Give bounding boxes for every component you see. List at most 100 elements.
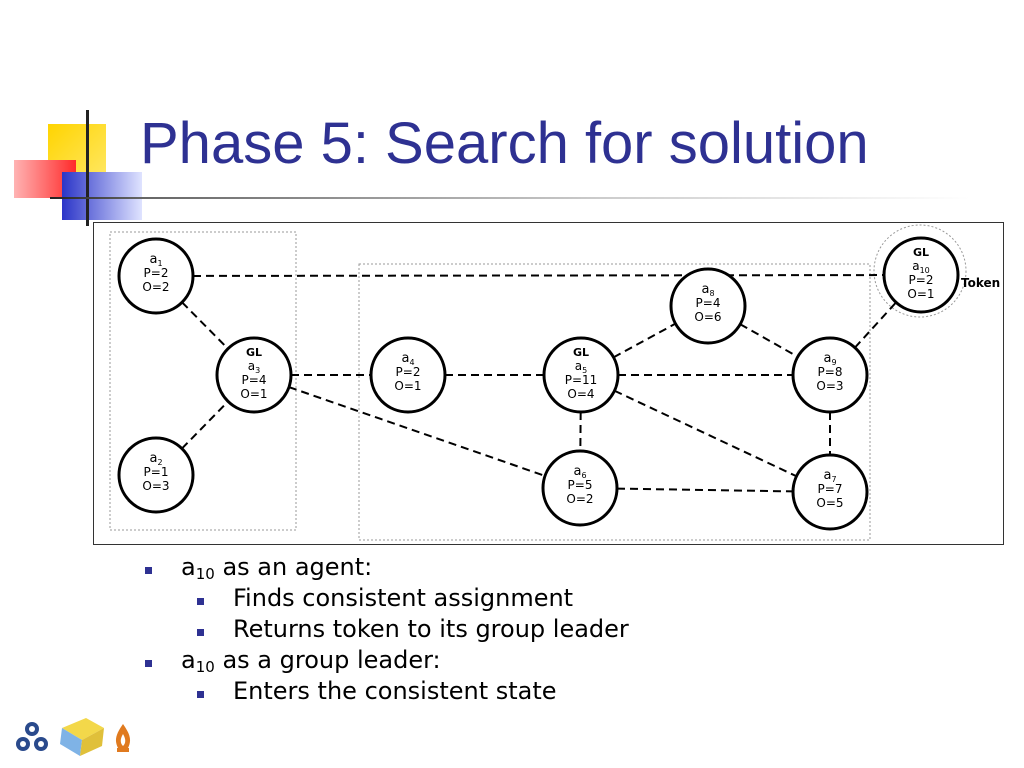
bullet-square-icon — [197, 629, 204, 636]
edge-a6-a7 — [616, 487, 794, 493]
node-a7: a7P=7O=5 — [791, 453, 869, 531]
cube-logo-icon — [60, 718, 104, 756]
node-circle — [369, 336, 447, 414]
node-p-value: P=2 — [396, 365, 421, 379]
gl-label: GL — [246, 346, 262, 359]
gl-label: GL — [913, 246, 929, 259]
bullet-item: a10 as an agent: — [181, 553, 372, 583]
node-subscript: 3 — [255, 366, 260, 375]
bullet-square-icon — [145, 567, 152, 574]
bullet-text: as a group leader: — [214, 646, 441, 674]
node-name: a9 — [823, 351, 836, 367]
node-letter: a — [701, 282, 709, 297]
node-a2: a2P=1O=3 — [117, 436, 195, 514]
node-p-value: P=4 — [696, 296, 721, 310]
node-o-value: O=4 — [567, 387, 594, 401]
edge-a1-a10 — [192, 274, 885, 277]
node-letter: a — [149, 451, 157, 466]
node-p-value: P=4 — [242, 373, 267, 387]
node-letter: a — [823, 351, 831, 366]
node-circle — [791, 453, 869, 531]
node-name: a10 — [912, 259, 930, 275]
node-p-value: P=1 — [144, 465, 169, 479]
node-name: a8 — [701, 282, 714, 298]
node-letter: a — [912, 259, 919, 273]
node-circle — [669, 267, 747, 345]
node-subscript: 1 — [157, 259, 162, 268]
nodes: a1P=2O=2a2P=1O=3GLa3P=4O=1a4P=2O=1GLa5P=… — [117, 236, 960, 531]
bullet-agent-subscript: 10 — [195, 658, 215, 676]
node-letter: a — [823, 468, 831, 483]
bullet-agent-letter: a — [181, 553, 196, 581]
group-box-left — [109, 231, 297, 531]
node-o-value: O=2 — [142, 280, 169, 294]
bullet-agent-subscript: 10 — [195, 565, 215, 583]
bullet-text: Returns token to its group leader — [233, 615, 629, 643]
slide-title: Phase 5: Search for solution — [140, 111, 869, 176]
bullet-text: Finds consistent assignment — [233, 584, 574, 612]
node-a6: a6P=5O=2 — [541, 449, 619, 527]
node-name: a2 — [149, 451, 162, 467]
node-subscript: 10 — [920, 266, 930, 275]
edge-a9-a10 — [854, 301, 897, 349]
node-p-value: P=11 — [565, 373, 598, 387]
node-o-value: O=5 — [816, 496, 843, 510]
edge-a1-a3 — [181, 301, 229, 350]
deco-vertical-line — [86, 110, 89, 226]
token-halo — [873, 224, 967, 318]
node-letter: a — [575, 359, 582, 373]
node-p-value: P=2 — [909, 273, 934, 287]
bullet-item: a10 as a group leader: — [181, 646, 441, 676]
node-subscript: 8 — [709, 289, 714, 298]
node-letter: a — [401, 351, 409, 366]
node-name: a3 — [248, 359, 260, 375]
node-o-value: O=3 — [816, 379, 843, 393]
node-o-value: O=2 — [566, 492, 593, 506]
sub-bullet-item: Finds consistent assignment — [233, 584, 573, 612]
node-letter: a — [248, 359, 255, 373]
bullet-text: Enters the consistent state — [233, 677, 557, 705]
flame-logo-icon — [115, 724, 131, 752]
node-circle — [542, 336, 620, 414]
node-subscript: 4 — [409, 358, 414, 367]
node-p-value: P=5 — [568, 478, 593, 492]
sub-bullet-item: Enters the consistent state — [233, 677, 557, 705]
node-name: a5 — [575, 359, 587, 375]
token-label: Token — [961, 276, 1000, 290]
bullet-agent-letter: a — [181, 646, 196, 674]
edge-a8-a9 — [739, 323, 799, 358]
bullet-square-icon — [197, 691, 204, 698]
node-subscript: 6 — [581, 471, 586, 480]
node-p-value: P=8 — [818, 365, 843, 379]
edge-a5-a7 — [614, 389, 797, 478]
node-p-value: P=2 — [144, 266, 169, 280]
edges — [181, 274, 897, 493]
node-a4: a4P=2O=1 — [369, 336, 447, 414]
bullet-text: as an agent: — [214, 553, 373, 581]
node-subscript: 2 — [157, 458, 162, 467]
deco-horizontal-line — [50, 197, 970, 199]
node-o-value: O=1 — [394, 379, 421, 393]
deco-blue-square — [62, 172, 142, 220]
node-circle — [215, 336, 293, 414]
node-circle — [541, 449, 619, 527]
gl-label: GL — [573, 346, 589, 359]
node-subscript: 7 — [831, 475, 836, 484]
node-a9: a9P=8O=3 — [791, 336, 869, 414]
node-name: a1 — [149, 252, 162, 268]
node-subscript: 5 — [582, 366, 587, 375]
node-a8: a8P=4O=6 — [669, 267, 747, 345]
sub-bullet-item: Returns token to its group leader — [233, 615, 629, 643]
group-box-right — [358, 263, 871, 541]
node-a1: a1P=2O=2 — [117, 237, 195, 315]
node-circle — [117, 237, 195, 315]
node-subscript: 9 — [831, 358, 836, 367]
node-name: a7 — [823, 468, 836, 484]
bullet-square-icon — [197, 598, 204, 605]
node-o-value: O=1 — [907, 287, 934, 301]
edge-a5-a8 — [613, 322, 676, 359]
